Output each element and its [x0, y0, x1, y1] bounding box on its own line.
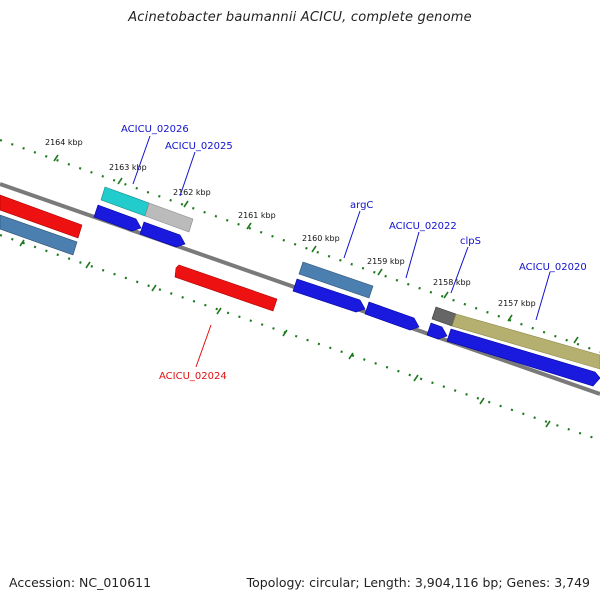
callout-argc — [343, 210, 361, 259]
feature-clps[interactable] — [431, 306, 457, 327]
feature-argc[interactable] — [298, 261, 374, 299]
accession-text: Accession: NC_010611 — [9, 575, 152, 590]
gene-label-acicu-02020[interactable]: ACICU_02020 — [519, 262, 587, 273]
gene-label-argc[interactable]: argC — [350, 200, 373, 211]
tick-label-2162: 2162 kbp — [173, 188, 211, 197]
gene-label-acicu-02026[interactable]: ACICU_02026 — [121, 124, 189, 135]
feature-acicu-02024[interactable] — [174, 264, 278, 312]
outer-tick-marks — [53, 154, 579, 344]
gene-label-acicu-02022[interactable]: ACICU_02022 — [389, 221, 457, 232]
callout-acicu-02022 — [405, 231, 420, 279]
tick-label-2160: 2160 kbp — [302, 234, 340, 243]
cds-acicu-02025[interactable] — [139, 221, 186, 248]
feature-steelblue-left[interactable] — [0, 214, 78, 256]
inner-tick-marks — [19, 239, 551, 428]
gene-label-acicu-02025[interactable]: ACICU_02025 — [165, 141, 233, 152]
callout-clps — [450, 246, 469, 294]
inner-tick-ring — [0, 233, 600, 442]
callout-acicu-02024 — [195, 324, 212, 368]
genome-summary-text: Topology: circular; Length: 3,904,116 bp… — [246, 575, 590, 590]
tick-label-2157: 2157 kbp — [498, 299, 536, 308]
feature-acicu-02025[interactable] — [144, 202, 194, 233]
tick-label-2161: 2161 kbp — [238, 211, 276, 220]
tick-label-2164: 2164 kbp — [45, 138, 83, 147]
feature-acicu-02020[interactable] — [451, 313, 600, 370]
feature-red-left[interactable] — [0, 194, 83, 239]
cds-clps[interactable] — [426, 322, 448, 340]
cds-acicu-02022[interactable] — [364, 301, 420, 331]
tick-label-2163: 2163 kbp — [109, 163, 147, 172]
callout-acicu-02025 — [179, 151, 196, 197]
gene-label-clps[interactable]: clpS — [460, 236, 481, 247]
cds-argc[interactable] — [292, 278, 366, 313]
tick-label-2159: 2159 kbp — [367, 257, 405, 266]
gene-label-acicu-02024[interactable]: ACICU_02024 — [159, 371, 227, 382]
outer-tick-ring — [0, 138, 600, 354]
callout-acicu-02020 — [535, 271, 551, 321]
cds-acicu-02026[interactable] — [93, 204, 142, 232]
cds-acicu-02020[interactable] — [446, 328, 600, 387]
callout-acicu-02026 — [132, 135, 151, 185]
tick-label-2158: 2158 kbp — [433, 278, 471, 287]
map-title: Acinetobacter baumannii ACICU, complete … — [128, 10, 472, 25]
callout-lines — [132, 135, 551, 368]
